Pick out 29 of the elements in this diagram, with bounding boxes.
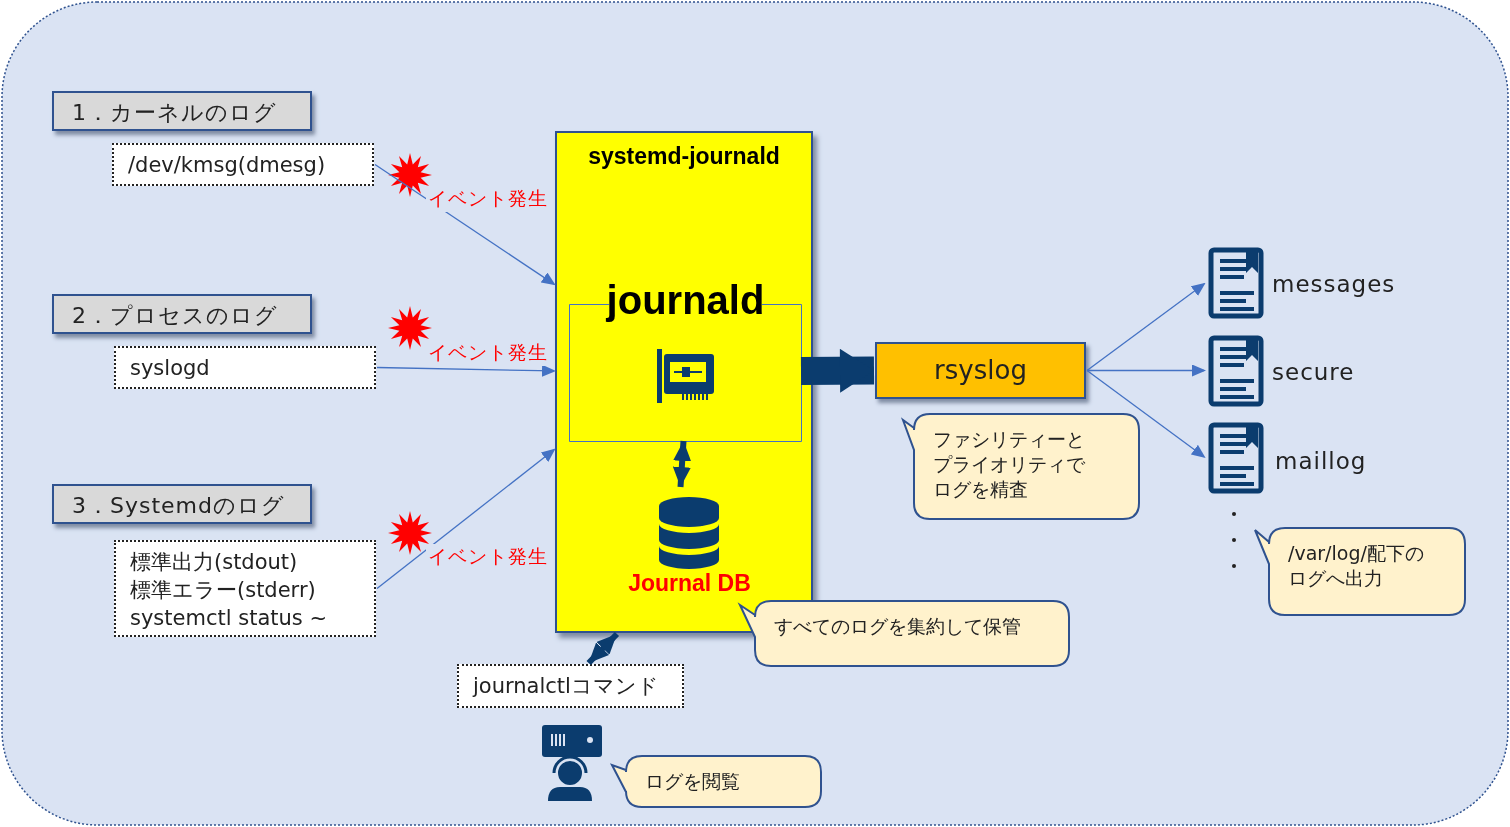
heading-box: 1．カーネルのログ bbox=[52, 91, 312, 131]
heading-box: 3．Systemdのログ bbox=[52, 484, 312, 524]
file-name: maillog bbox=[1275, 448, 1367, 474]
file-name: messages bbox=[1272, 271, 1396, 297]
arrow bbox=[800, 348, 875, 393]
arrow bbox=[374, 163, 556, 286]
component-title: journald bbox=[605, 278, 766, 322]
process-box: rsyslog bbox=[875, 342, 1086, 399]
database-label: Journal DB bbox=[627, 570, 752, 597]
arrow bbox=[586, 631, 620, 666]
callout-text: /var/log/配下のログへ出力 bbox=[1288, 541, 1425, 591]
file-name: secure bbox=[1272, 359, 1355, 385]
callout-text: ファシリティーとプライオリティでログを精査 bbox=[933, 427, 1086, 502]
arrow bbox=[1086, 364, 1206, 377]
callout-text: すべてのログを集約して保管 bbox=[774, 614, 1022, 639]
box-title: systemd-journald bbox=[587, 143, 781, 170]
edge-label: イベント発生 bbox=[426, 186, 550, 212]
label-box: journalctlコマンド bbox=[457, 664, 684, 708]
label-box: /dev/kmsg(dmesg) bbox=[112, 143, 374, 186]
heading-box: 2．プロセスのログ bbox=[52, 294, 312, 334]
arrow bbox=[1086, 282, 1206, 372]
callout-text: ログを閲覧 bbox=[645, 769, 741, 794]
label-box: syslogd bbox=[114, 346, 376, 389]
edge-label: イベント発生 bbox=[426, 340, 550, 366]
arrow bbox=[376, 364, 556, 377]
label-box: 標準出力(stdout) 標準エラー(stderr) systemctl status ~ bbox=[114, 540, 376, 637]
arrow bbox=[1086, 369, 1206, 458]
arrow bbox=[376, 448, 556, 590]
arrow bbox=[672, 440, 692, 488]
